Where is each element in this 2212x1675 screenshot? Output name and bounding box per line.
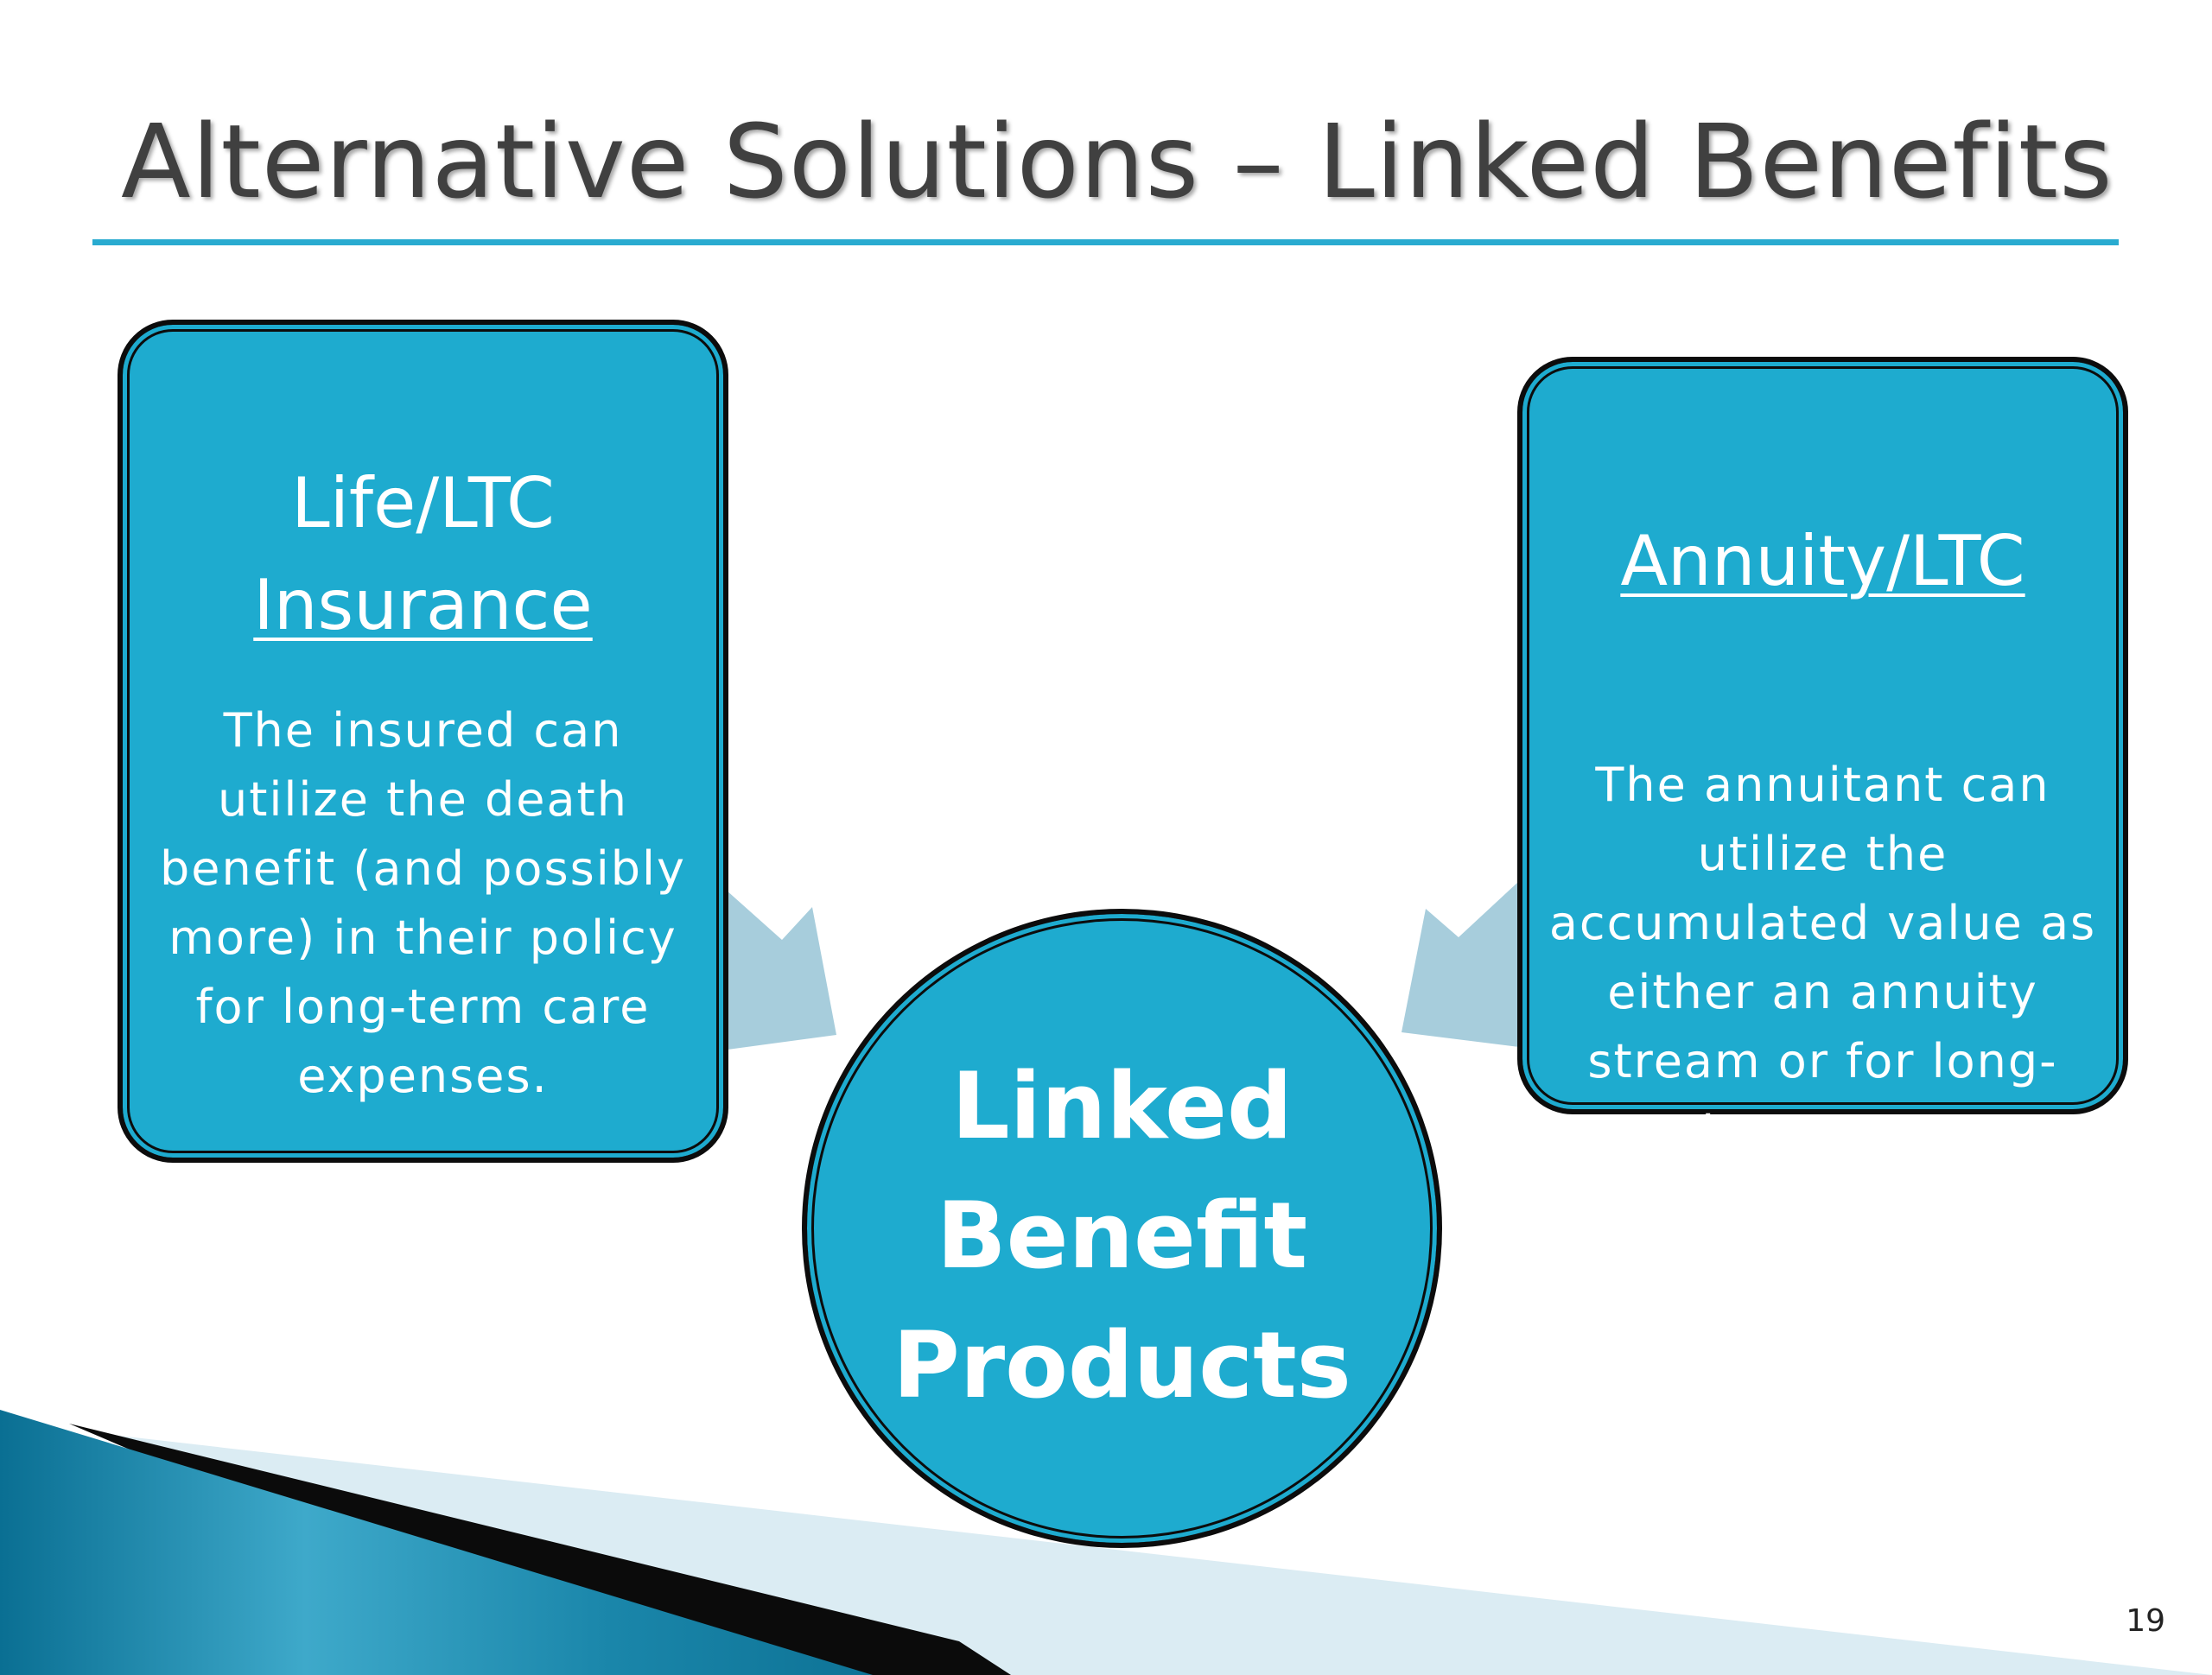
life-ltc-description: The insured can utilize the death benefi… [160, 703, 686, 1103]
left-arrow-shape [726, 890, 836, 1050]
slide-title: Alternative Solutions – Linked Benefits [121, 102, 2113, 221]
annuity-ltc-heading: Annuity/LTC [1620, 521, 2025, 601]
circle-line-3: Products [893, 1312, 1351, 1418]
right-arrow-shape [1402, 881, 1519, 1047]
page-number: 19 [2126, 1603, 2165, 1639]
circle-line-2: Benefit [936, 1183, 1308, 1289]
life-ltc-heading: Life/LTC Insurance [123, 453, 723, 657]
linked-benefit-label: Linked Benefit Products [807, 1042, 1437, 1431]
annuity-ltc-description: The annuitant can utilize the accumulate… [1548, 758, 2097, 1158]
light-band-shape [104, 1434, 2212, 1675]
title-underline-rule [92, 239, 2119, 245]
annuity-ltc-box: Annuity/LTC The annuitant can utilize th… [1517, 357, 2128, 1158]
life-ltc-heading-line1: Life/LTC [291, 463, 555, 543]
circle-line-1: Linked [951, 1053, 1293, 1159]
life-ltc-heading-line2: Insurance [253, 565, 593, 645]
linked-benefit-circle: Linked Benefit Products [802, 909, 1442, 1548]
life-ltc-box: Life/LTC Insurance The insured can utili… [118, 320, 728, 1163]
black-sliver-shape [69, 1424, 1011, 1675]
blue-wedge-shape [0, 1410, 873, 1675]
